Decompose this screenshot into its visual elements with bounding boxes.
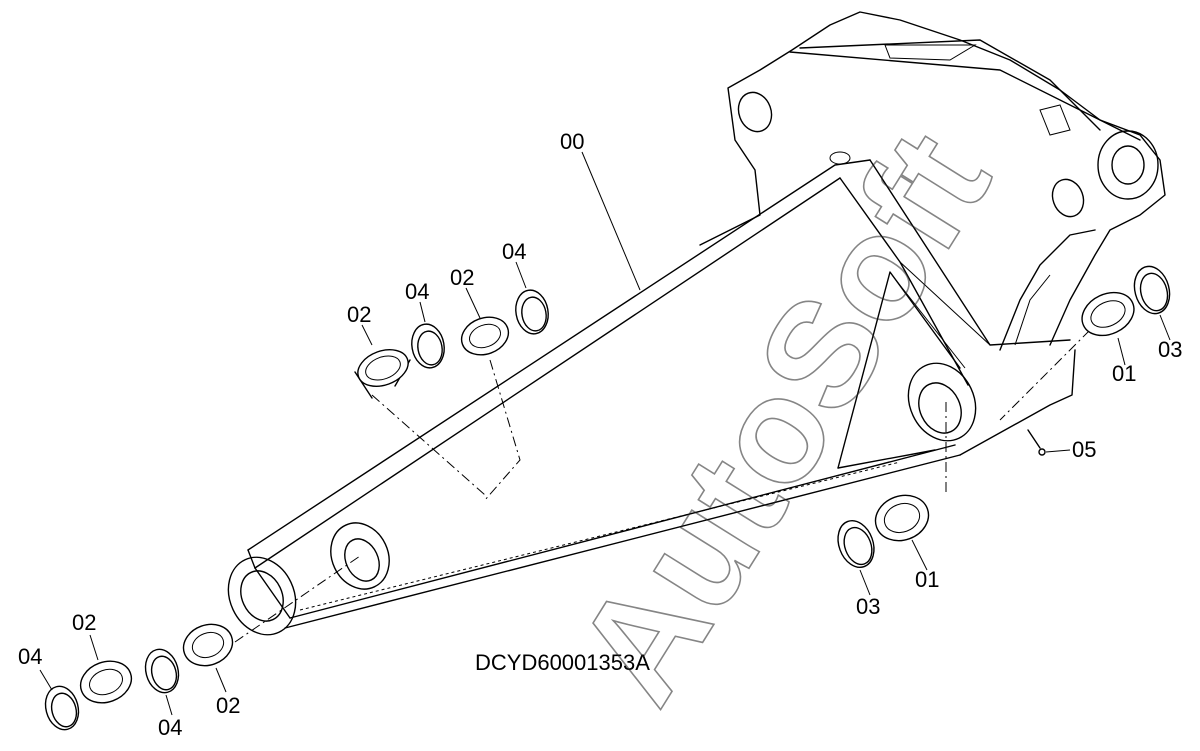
- callout-02-lower-right: 02: [216, 693, 240, 718]
- leader-lines: [39, 151, 1171, 716]
- shim-04-lower-left: [44, 685, 80, 731]
- callout-05: 05: [1072, 437, 1096, 462]
- assembly-center-lines: [234, 329, 1091, 643]
- bushing-01-right-lower: [874, 494, 930, 542]
- bushing-01-right-upper: [1081, 291, 1135, 337]
- bushing-02-upper-right: [460, 316, 510, 356]
- callout-03-right-lower: 03: [856, 594, 880, 619]
- bushing-02-upper-left: [354, 349, 411, 399]
- drawing-code: DCYD60001353A: [475, 650, 650, 675]
- callout-04-upper-right: 04: [502, 239, 526, 264]
- callout-03-right-upper: 03: [1158, 337, 1182, 362]
- callout-02-upper-right: 02: [450, 265, 474, 290]
- bushing-02-lower-left: [79, 660, 133, 704]
- watermark: AutoSoft: [543, 104, 1021, 730]
- shim-04-upper-left: [411, 323, 445, 369]
- callout-labels: 00 02 04 02 04 01 03 05 01 03 02 04 04 0…: [18, 129, 1182, 740]
- callout-00: 00: [560, 129, 584, 154]
- callout-02-lower-left: 02: [72, 610, 96, 635]
- shim-04-upper-right: [515, 289, 549, 335]
- callout-04-lower-middle: 04: [158, 715, 182, 740]
- arm-body: [227, 11, 1166, 636]
- shim-03-right-lower: [837, 520, 875, 568]
- bushing-02-lower-right: [182, 623, 234, 667]
- shim-03-right-upper: [1133, 265, 1171, 315]
- shim-04-lower-middle: [144, 648, 180, 694]
- callout-01-right-upper: 01: [1112, 361, 1136, 386]
- callout-02-upper-left: 02: [347, 302, 371, 327]
- callout-04-upper-left: 04: [405, 279, 429, 304]
- callout-04-lower-left: 04: [18, 644, 42, 669]
- callout-01-right-lower: 01: [915, 567, 939, 592]
